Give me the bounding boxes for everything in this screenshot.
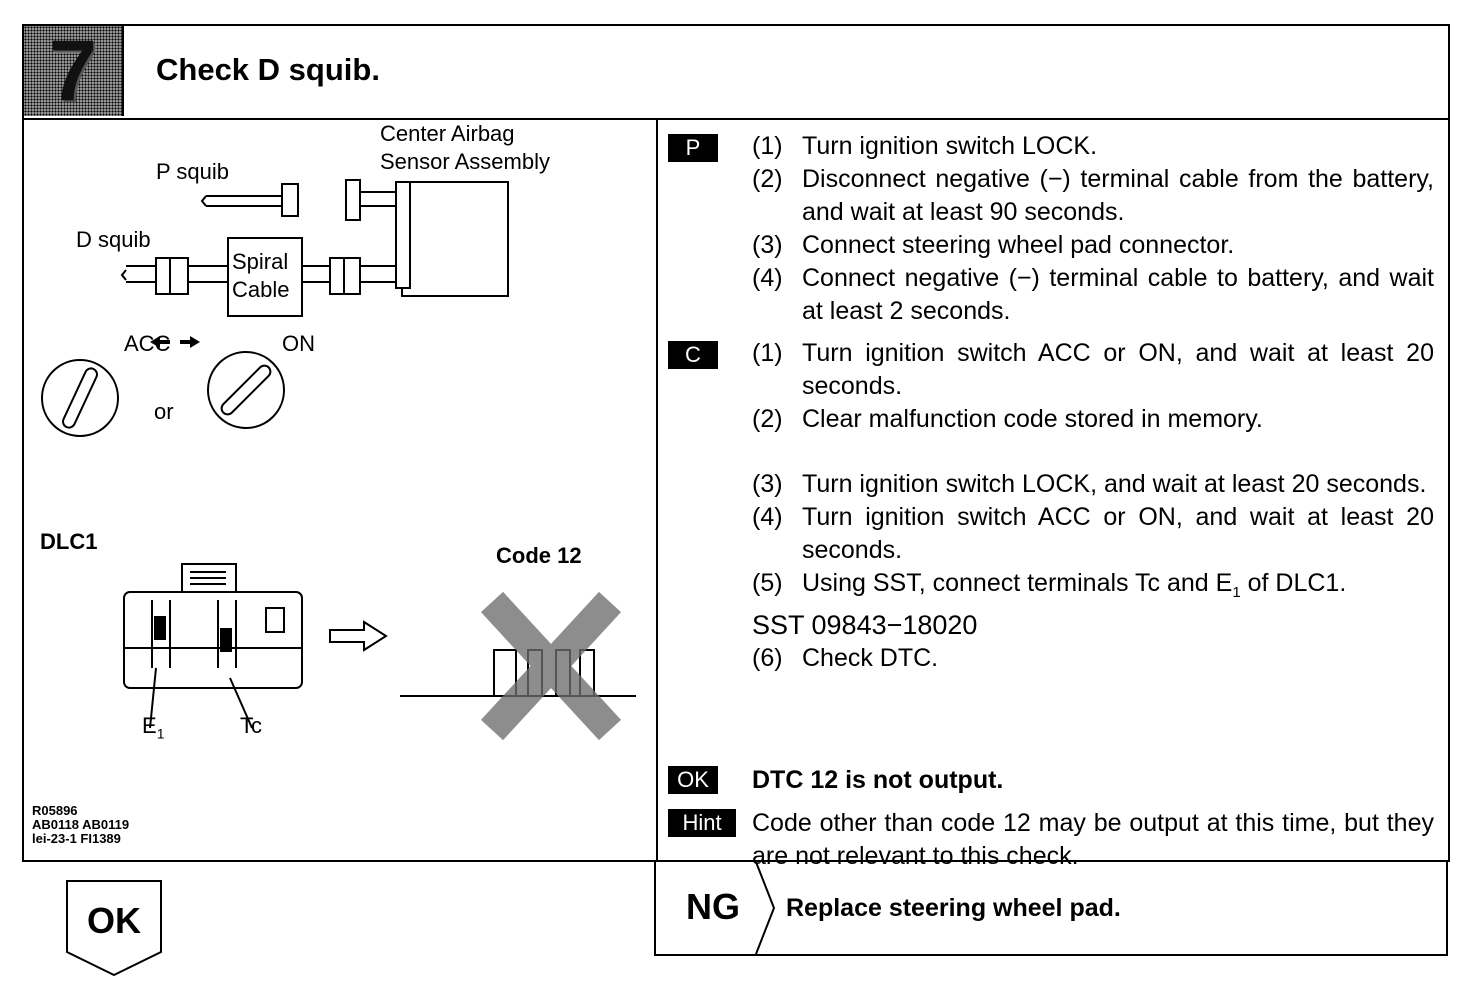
ng-chevron-icon — [755, 862, 776, 954]
label-or: or — [154, 399, 174, 424]
step-row: (4)Turn ignition switch ACC or ON, and w… — [752, 503, 1434, 564]
step-row: (4)Connect negative (−) terminal cable t… — [752, 264, 1434, 325]
p-squib-connector — [281, 183, 299, 217]
dlc1-connector — [123, 591, 303, 689]
check-tag: C — [668, 341, 718, 369]
right-arrow-icon — [329, 620, 388, 652]
step-row: (6)Check DTC. — [752, 644, 939, 672]
prepare-steps: (1)Turn ignition switch LOCK. (2)Disconn… — [752, 130, 1434, 328]
step-row: (1)Turn ignition switch ACC or ON, and w… — [752, 339, 1434, 400]
ok-result-label: OK — [87, 900, 141, 941]
p-sensor-connector — [345, 179, 361, 221]
figure-reference-codes: R05896 AB0118 AB0119 lei-23-1 FI1389 — [32, 804, 129, 846]
ng-result-box: NG Replace steering wheel pad. — [654, 862, 1448, 956]
label-p-squib: P squib — [156, 159, 229, 184]
panel-divider — [656, 118, 658, 860]
ok-condition: DTC 12 is not output. — [752, 766, 1004, 794]
no-code-cross-icon — [480, 591, 622, 741]
step-row: (3)Connect steering wheel pad connector. — [752, 231, 1235, 259]
ok-result-arrow-icon — [66, 880, 162, 976]
label-code12: Code 12 — [496, 543, 582, 568]
prepare-tag: P — [668, 134, 718, 162]
tc-terminal — [220, 628, 232, 652]
label-tc: Tc — [240, 713, 262, 738]
check-step-frame: 7 Check D squib. — [22, 23, 1450, 870]
center-airbag-sensor-box — [401, 181, 509, 297]
step-row: (2)Disconnect negative (−) terminal cabl… — [752, 165, 1434, 226]
sensor-connector-bar — [395, 181, 411, 289]
sst-number: SST 09843−18020 — [752, 610, 978, 640]
d-squib-connector-a — [155, 257, 171, 295]
hint-tag: Hint — [668, 809, 736, 837]
step-header: 7 Check D squib. — [24, 23, 1448, 120]
spiral-connector-b — [343, 257, 361, 295]
label-d-squib: D squib — [76, 227, 151, 252]
step-row: (2)Clear malfunction code stored in memo… — [752, 405, 1263, 433]
step-number-box: 7 — [24, 23, 124, 119]
illustration-panel: Center Airbag Sensor Assembly P squib D … — [24, 118, 656, 860]
step-number: 7 — [49, 23, 97, 119]
step-row: (1)Turn ignition switch LOCK. — [752, 132, 1098, 160]
figure-ref-line: lei-23-1 FI1389 — [32, 831, 121, 846]
step-row: (3)Turn ignition switch LOCK, and wait a… — [752, 470, 1427, 498]
label-cable: Cable — [232, 277, 290, 302]
label-e1: E1 — [142, 713, 165, 742]
figure-ref-line: AB0118 AB0119 — [32, 817, 130, 832]
figure-ref-line: R05896 — [32, 803, 78, 818]
step-row: (5)Using SST, connect terminals Tc and E… — [752, 569, 1347, 601]
label-center-airbag-1: Center Airbag — [380, 121, 515, 146]
ng-label: NG — [686, 886, 740, 927]
wiring-illustration — [41, 179, 636, 741]
spiral-connector-a — [329, 257, 345, 295]
procedure-panel: P (1)Turn ignition switch LOCK. (2)Disco… — [658, 118, 1448, 870]
connect-arrow-icon — [150, 336, 200, 348]
hint-text: Code other than code 12 may be output at… — [752, 809, 1434, 870]
label-dlc1: DLC1 — [40, 529, 98, 554]
ignition-switch-on — [207, 351, 285, 429]
label-spiral: Spiral — [232, 249, 289, 274]
spiral-cable-box — [227, 237, 303, 317]
label-center-airbag-2: Sensor Assembly — [380, 149, 550, 174]
check-steps: (1)Turn ignition switch ACC or ON, and w… — [752, 337, 1434, 675]
label-acc: ACC — [124, 331, 171, 356]
e1-terminal — [154, 616, 166, 640]
step-title: Check D squib. — [156, 52, 380, 87]
ok-tag: OK — [668, 766, 718, 794]
label-on: ON — [282, 331, 315, 356]
d-squib-connector-b — [169, 257, 189, 295]
ignition-switch-acc — [41, 359, 119, 437]
ng-action: Replace steering wheel pad. — [786, 894, 1121, 922]
